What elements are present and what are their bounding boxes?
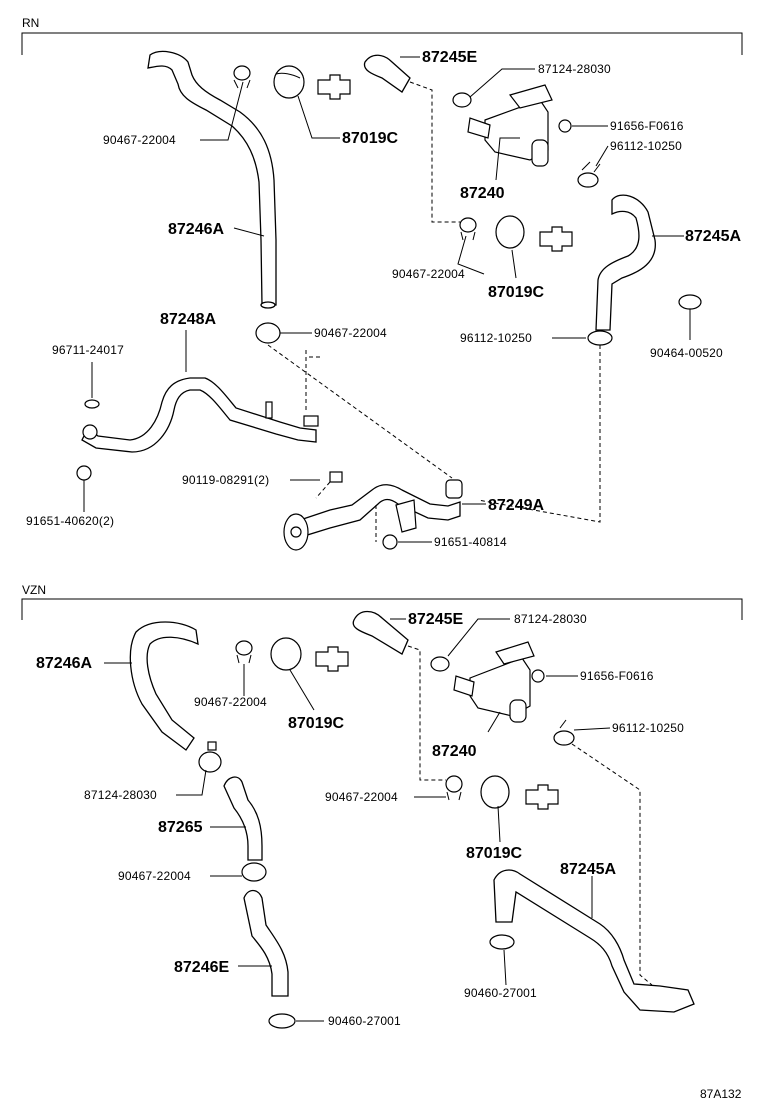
leader-dashed-vzn — [571, 743, 653, 986]
plug-fitting-b — [539, 226, 573, 252]
label-87124-28030: 87124-28030 — [538, 62, 611, 76]
clamp-90467-22004-b — [459, 217, 477, 241]
label-90467-22004-c: 90467-22004 — [314, 326, 387, 340]
figure-reference: 87A132 — [700, 1087, 742, 1101]
label-91651-40814: 91651-40814 — [434, 535, 507, 549]
clamp-90467-22004 — [233, 65, 251, 89]
valve-87240 — [467, 84, 553, 167]
hose-87265 — [223, 776, 263, 861]
clamp-90464-00520 — [678, 294, 702, 318]
rn-leader-lines — [83, 56, 691, 543]
clamp-90460-27001-b — [489, 934, 515, 950]
plug-fitting-vzn-b — [525, 784, 559, 810]
label-87246a: 87246A — [168, 221, 224, 238]
label-87248a: 87248A — [160, 311, 216, 328]
label-96711-24017: 96711-24017 — [52, 343, 124, 357]
label-96112-10250-b: 96112-10250 — [460, 331, 532, 345]
clamp-90460-27001 — [268, 1013, 296, 1029]
grommet-87019c-vzn-b — [480, 775, 510, 809]
bolt-91651-40814 — [382, 534, 398, 550]
label-87249a: 87249A — [488, 497, 544, 514]
clamp-90467-22004-c — [255, 322, 281, 344]
label-87245e-vzn: 87245E — [408, 611, 463, 628]
label-87265: 87265 — [158, 819, 203, 836]
grommet-87019c-vzn — [270, 637, 302, 671]
section-frame-vzn — [21, 598, 743, 620]
pipe-87248a — [81, 377, 319, 453]
label-90460-27001-b: 90460-27001 — [464, 986, 537, 1000]
valve-87240-vzn — [453, 641, 535, 723]
section-code-vzn: VZN — [22, 583, 46, 597]
clamp-87124-28030 — [452, 92, 472, 108]
vzn-leader-lines — [104, 618, 611, 1022]
pipe-87249a — [283, 479, 463, 551]
hose-87245e-vzn — [352, 610, 409, 655]
grommet-96711-24017 — [84, 399, 100, 409]
label-90467-22004-vzn-b: 90467-22004 — [325, 790, 398, 804]
label-96112-10250-vzn: 96112-10250 — [612, 721, 684, 735]
hose-87245e — [363, 54, 411, 93]
clamp-96112-10250 — [577, 161, 601, 188]
label-87240: 87240 — [460, 185, 505, 202]
label-91656-f0616: 91656-F0616 — [610, 119, 684, 133]
label-90467-22004-b: 90467-22004 — [392, 267, 465, 281]
grommet-87019c — [273, 65, 305, 99]
label-87124-28030-vzn: 87124-28030 — [514, 612, 587, 626]
label-87019c-b: 87019C — [488, 284, 544, 301]
label-87019c-vzn: 87019C — [288, 715, 344, 732]
bolt-91651-40620 — [76, 465, 92, 481]
hose-87245a-vzn — [493, 869, 695, 1013]
bolt-90119-08291 — [315, 471, 343, 499]
label-91656-f0616-vzn: 91656-F0616 — [580, 669, 654, 683]
label-90464-00520: 90464-00520 — [650, 346, 723, 360]
leader-dashed-b — [477, 345, 601, 523]
nut-91656-f0616-vzn — [531, 669, 545, 683]
section-frame-rn — [21, 32, 743, 55]
nut-91656-f0616 — [558, 119, 572, 133]
clamp-96112-10250-b — [587, 330, 613, 346]
section-code-rn: RN — [22, 16, 39, 30]
clamp-90467-22004-vzn-c — [241, 862, 267, 882]
label-87124-28030-vzn-b: 87124-28030 — [84, 788, 157, 802]
label-87245a-vzn: 87245A — [560, 861, 616, 878]
label-87240-vzn: 87240 — [432, 743, 477, 760]
label-90467-22004-vzn: 90467-22004 — [194, 695, 267, 709]
grommet-87019c-b — [495, 215, 525, 249]
clamp-90467-22004-vzn-b — [445, 775, 463, 801]
plug-fitting-vzn — [315, 646, 349, 672]
label-87245e: 87245E — [422, 49, 477, 66]
hose-87246e — [243, 889, 289, 997]
label-90119-08291: 90119-08291(2) — [182, 473, 269, 487]
label-87245a: 87245A — [685, 228, 741, 245]
label-87246a-vzn: 87246A — [36, 655, 92, 672]
hose-87246a-vzn — [129, 621, 199, 751]
label-87019c: 87019C — [342, 130, 398, 147]
label-87246e: 87246E — [174, 959, 229, 976]
label-91651-40620: 91651-40620(2) — [26, 514, 114, 528]
label-87019c-vzn-b: 87019C — [466, 845, 522, 862]
clamp-87124-28030-vzn — [198, 741, 222, 773]
leader-dashed-c — [267, 344, 453, 479]
leader-dashed — [409, 81, 460, 223]
label-90467-22004: 90467-22004 — [103, 133, 176, 147]
clamp-96112-10250-vzn — [553, 719, 575, 746]
clamp-87124-28030-vzn-b — [430, 656, 450, 672]
clamp-90467-22004-vzn — [235, 640, 253, 664]
hose-87246a — [147, 50, 277, 309]
hose-87245a — [595, 194, 656, 331]
label-90460-27001: 90460-27001 — [328, 1014, 401, 1028]
leader-dashed-vzn-b — [407, 645, 446, 781]
plug-fitting — [317, 74, 351, 100]
label-96112-10250: 96112-10250 — [610, 139, 682, 153]
label-90467-22004-vzn-c: 90467-22004 — [118, 869, 191, 883]
